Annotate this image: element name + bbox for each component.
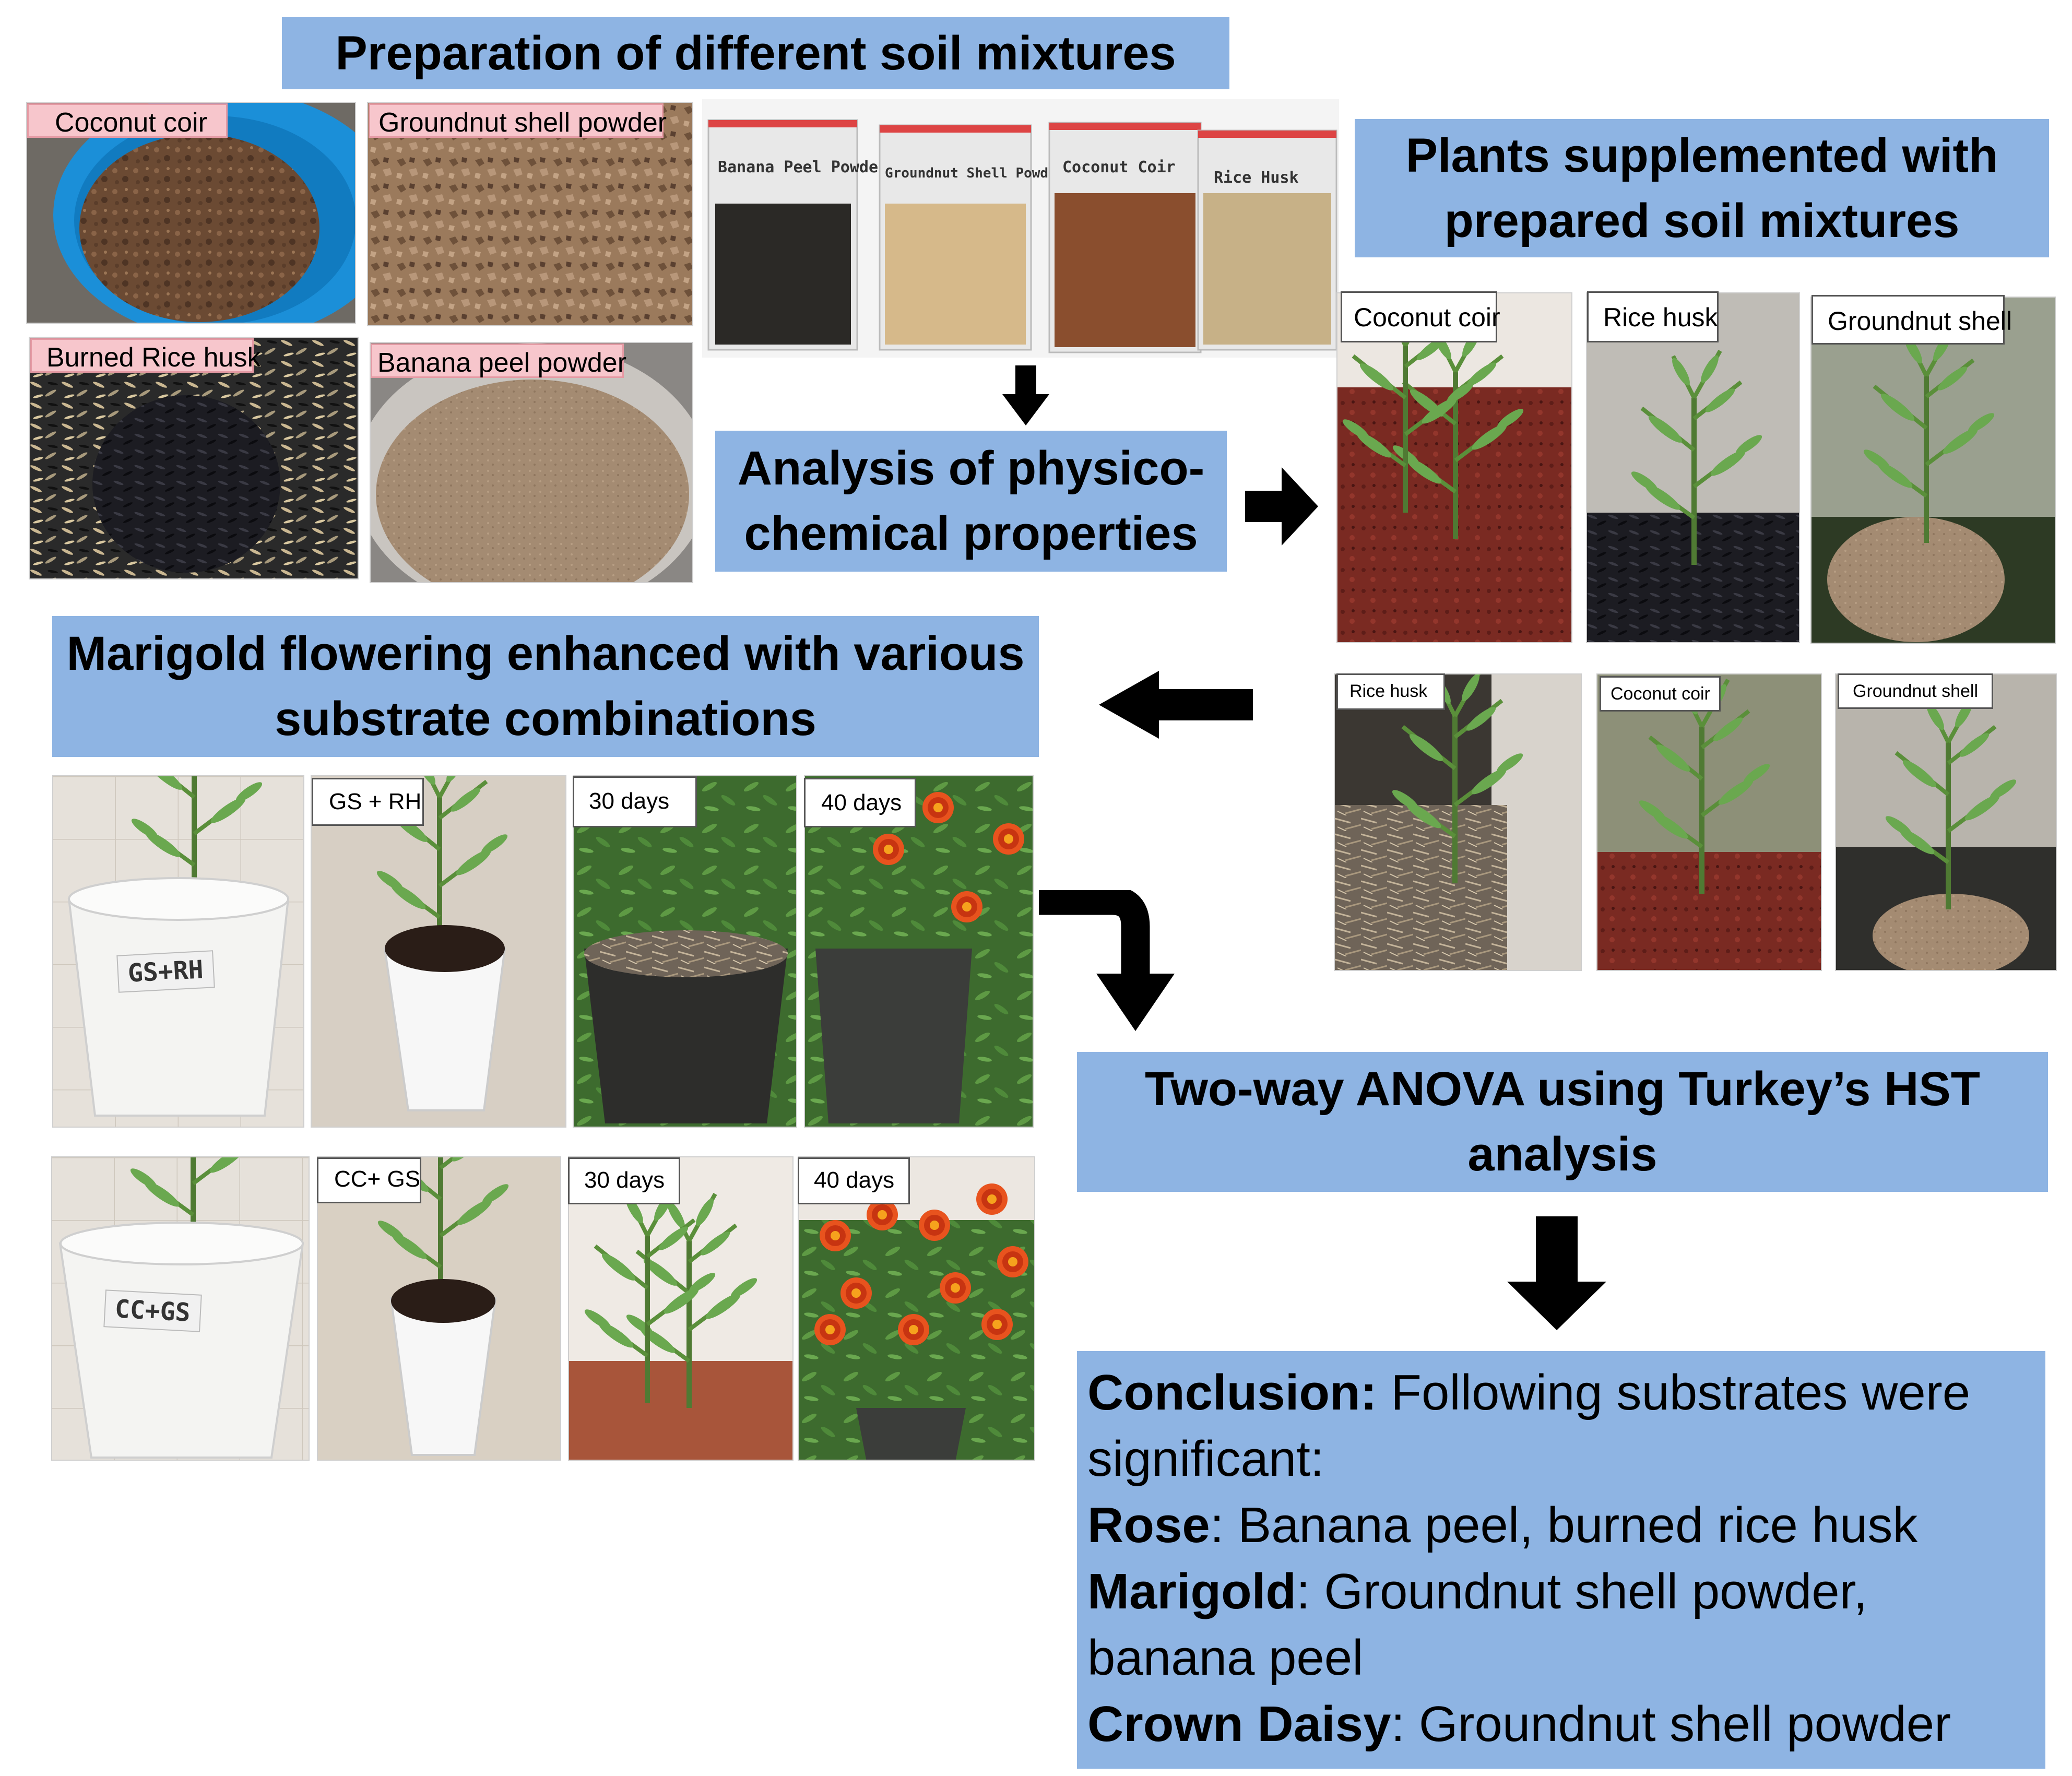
photo-groundnut-shell-powder <box>367 102 693 326</box>
tag-row2-30days: 30 days <box>568 1157 680 1204</box>
photo-plant-coconut-coir <box>1336 292 1572 643</box>
banner-anova-line1: Two-way ANOVA using Turkey’s HST <box>1145 1062 1980 1116</box>
photo-row2-cup <box>317 1156 561 1461</box>
arrow-right <box>1245 467 1318 546</box>
tag-row1-gs-rh: GS + RH <box>312 778 424 826</box>
conclusion-crown-daisy: Crown Daisy: Groundnut shell powder <box>1087 1691 2035 1757</box>
pot-label-row1: GS+RH <box>116 950 215 993</box>
label-groundnut-shell-powder: Groundnut shell powder <box>369 103 667 138</box>
marigold-text: : Groundnut shell powder, banana peel <box>1087 1564 1867 1686</box>
photo-row1-cup <box>311 775 566 1128</box>
photo-plant-coconut-coir-2 <box>1596 673 1822 971</box>
packet-label-banana: Banana Peel Powder <box>718 158 887 176</box>
label-coconut-coir: Coconut coir <box>27 103 228 138</box>
tag-row1-30days: 30 days <box>573 776 697 827</box>
banner-anova: Two-way ANOVA using Turkey’s HST analysi… <box>1077 1052 2048 1192</box>
photo-row2-30days <box>568 1156 794 1461</box>
daisy-label: Crown Daisy <box>1087 1696 1391 1752</box>
label-plant-coconut-coir-2: Coconut coir <box>1600 676 1721 712</box>
packet-label-rice: Rice Husk <box>1214 169 1299 187</box>
banner-preparation: Preparation of different soil mixtures <box>282 17 1229 89</box>
photo-row1-pot <box>52 775 304 1128</box>
rose-label: Rose <box>1087 1497 1210 1553</box>
photo-sample-packets: Banana Peel Powder Groundnut Shell Powde… <box>702 99 1339 358</box>
photo-plant-groundnut-shell-2 <box>1835 673 2057 971</box>
banner-analysis: Analysis of physico- chemical properties <box>715 431 1227 572</box>
banner-plants-line2: prepared soil mixtures <box>1444 194 1960 247</box>
arrow-left <box>1099 671 1253 739</box>
label-plant-rice-husk: Rice husk <box>1587 291 1719 342</box>
label-plant-groundnut-shell: Groundnut shell <box>1811 295 2012 345</box>
rose-text: : Banana peel, burned rice husk <box>1210 1497 1918 1553</box>
photo-plant-groundnut-shell <box>1810 297 2056 644</box>
packet-label-coconut: Coconut Coir <box>1062 158 1176 176</box>
banner-anova-line2: analysis <box>1467 1128 1657 1181</box>
pot-label-row2: CC+GS <box>103 1289 202 1332</box>
photo-row1-40days <box>804 775 1034 1128</box>
photo-plant-rice-husk-2 <box>1334 673 1582 971</box>
marigold-label: Marigold <box>1087 1564 1296 1619</box>
label-plant-rice-husk-2: Rice husk <box>1336 673 1445 710</box>
banner-analysis-line1: Analysis of physico- <box>737 442 1205 495</box>
arrow-down-2 <box>1507 1216 1606 1330</box>
photo-row2-40days <box>798 1156 1035 1461</box>
conclusion-intro: Conclusion: Following substrates were si… <box>1087 1359 2035 1492</box>
label-plant-coconut-coir: Coconut coir <box>1341 291 1500 342</box>
arrow-curved-down <box>1039 890 1175 1031</box>
tag-row1-40days: 40 days <box>804 778 916 827</box>
daisy-text: : Groundnut shell powder <box>1391 1696 1951 1752</box>
banner-marigold-line2: substrate combinations <box>275 692 816 745</box>
banner-analysis-line2: chemical properties <box>744 507 1198 560</box>
banner-preparation-text: Preparation of different soil mixtures <box>335 26 1176 80</box>
banner-marigold: Marigold flowering enhanced with various… <box>52 616 1039 757</box>
conclusion-label: Conclusion: <box>1087 1365 1377 1420</box>
photo-coconut-coir <box>26 102 356 324</box>
banner-marigold-line1: Marigold flowering enhanced with various <box>66 627 1025 680</box>
conclusion-rose: Rose: Banana peel, burned rice husk <box>1087 1492 2035 1558</box>
tag-row2-cc-gs: CC+ GS <box>317 1157 421 1203</box>
photo-plant-rice-husk <box>1586 292 1800 643</box>
banner-plants-line1: Plants supplemented with <box>1405 128 1998 182</box>
label-plant-groundnut-shell-2: Groundnut shell <box>1838 673 1993 709</box>
conclusion-marigold: Marigold: Groundnut shell powder, banana… <box>1087 1558 2035 1691</box>
conclusion-box: Conclusion: Following substrates were si… <box>1077 1351 2045 1769</box>
conclusion-intro-text: Following substrates were significant: <box>1087 1365 1971 1487</box>
photo-row1-30days <box>573 775 797 1128</box>
packet-label-groundnut: Groundnut Shell Powder <box>885 165 1064 181</box>
label-banana-peel-powder: Banana peel powder <box>371 344 626 378</box>
arrow-down-1 <box>1002 365 1049 425</box>
label-burned-rice-husk: Burned Rice husk <box>30 338 261 373</box>
tag-row2-40days: 40 days <box>798 1157 910 1204</box>
photo-banana-peel-powder <box>370 342 693 583</box>
photo-burned-rice-husk <box>29 337 359 579</box>
banner-plants: Plants supplemented with prepared soil m… <box>1355 119 2049 257</box>
